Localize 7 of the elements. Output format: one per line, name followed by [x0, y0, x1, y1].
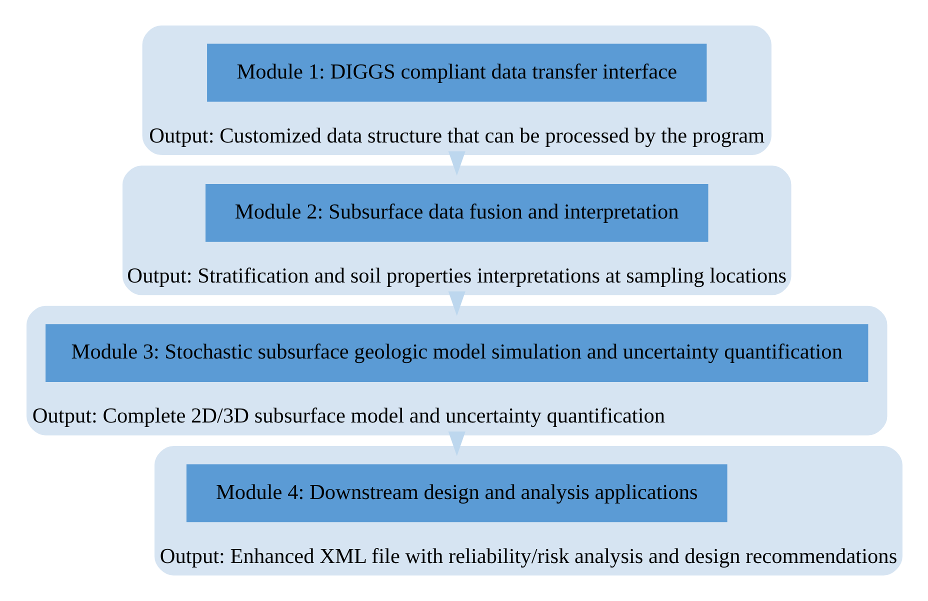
arrow — [448, 291, 465, 316]
node-box: Module 1: DIGGS compliant data transfer interface — [206, 44, 706, 102]
node-box: Module 3: Stochastic subsurface geologic model simulation and uncertainty quantification — [45, 324, 868, 382]
arrow — [448, 151, 465, 176]
node-box: Module 2: Subsurface data fusion and interpretation — [205, 184, 708, 242]
arrow — [448, 432, 465, 456]
node-box: Module 4: Downstream design and analysis applications — [186, 464, 727, 522]
